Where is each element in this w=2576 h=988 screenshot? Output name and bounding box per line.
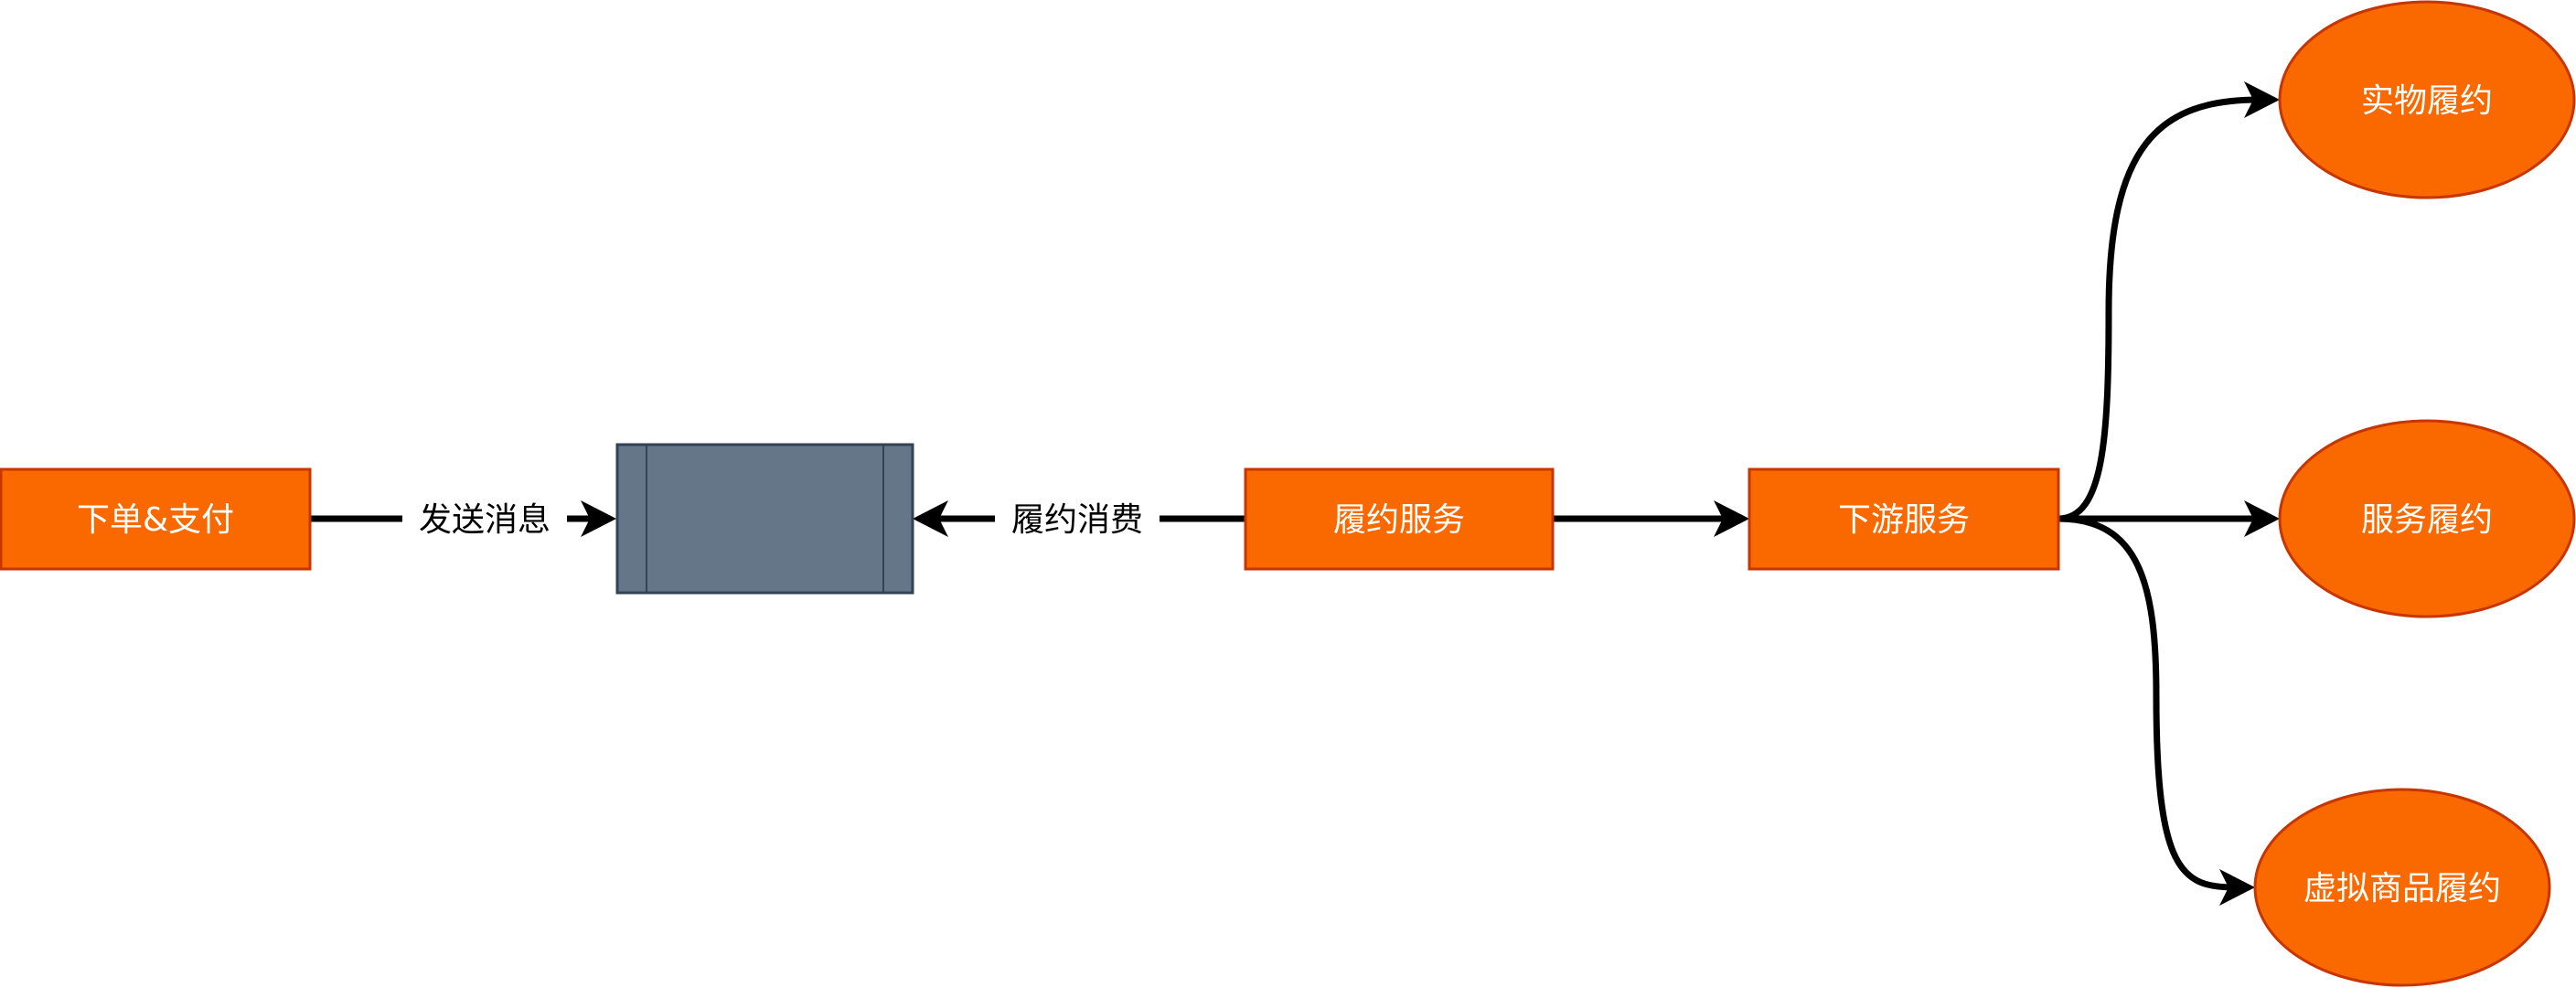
node-label: 下单&支付	[77, 501, 234, 539]
edge-downstream-to-physical	[2058, 96, 2260, 522]
edge-label-send-message: 发送消息	[419, 501, 550, 539]
node-virtual-goods-fulfillment[interactable]: 虚拟商品履约	[2253, 788, 2551, 987]
node-fulfillment-service[interactable]: 履约服务	[1244, 467, 1555, 571]
arrowhead-icon	[1714, 500, 1749, 537]
message-queue[interactable]	[615, 443, 914, 595]
node-downstream-service[interactable]: 下游服务	[1748, 467, 2060, 571]
node-label: 履约服务	[1333, 501, 1465, 539]
edge-downstream-to-virtual	[2058, 515, 2235, 891]
node-label: 服务履约	[2361, 501, 2493, 539]
node-service-fulfillment[interactable]: 服务履约	[2278, 419, 2576, 618]
node-order-pay[interactable]: 下单&支付	[0, 467, 312, 571]
node-label: 实物履约	[2361, 82, 2493, 120]
arrowhead-icon	[2244, 81, 2280, 118]
node-physical-fulfillment[interactable]: 实物履约	[2278, 0, 2576, 199]
edge-label-consume: 履约消费	[1011, 501, 1143, 539]
arrowhead-icon	[2219, 869, 2255, 906]
arrowhead-icon	[581, 500, 616, 537]
arrowhead-icon	[2244, 500, 2280, 537]
arrowhead-icon	[913, 500, 948, 537]
node-label: 下游服务	[1838, 501, 1970, 539]
node-label: 虚拟商品履约	[2303, 870, 2501, 907]
